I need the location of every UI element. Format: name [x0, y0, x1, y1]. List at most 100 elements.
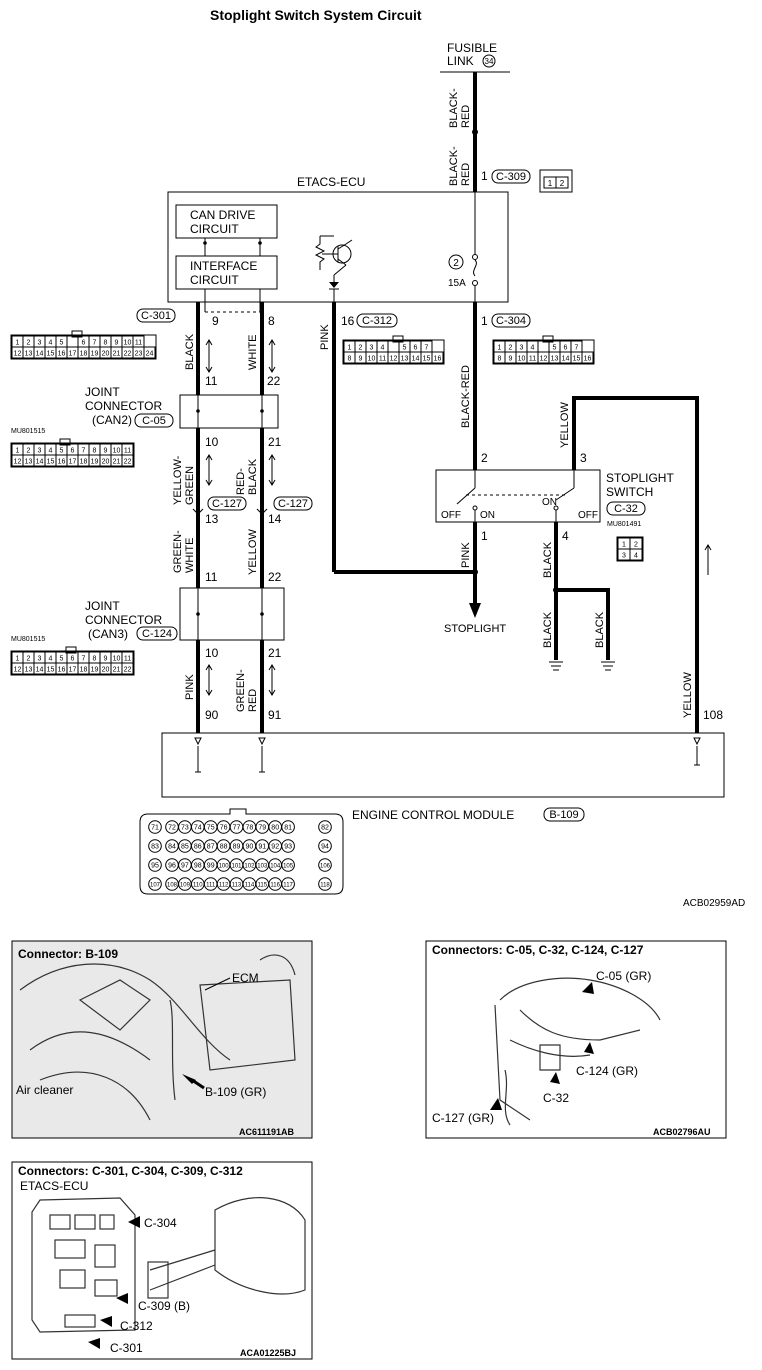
joint-can2-label-2: CONNECTOR [85, 399, 162, 413]
ecm-label: ENGINE CONTROL MODULE [352, 808, 514, 822]
ecm-pin-label: 111 [206, 883, 216, 889]
junction-mark [256, 508, 268, 515]
ecm-pin-label: 77 [233, 825, 241, 832]
pin-cell-label: 19 [91, 667, 99, 674]
stoplight-switch-box [435, 469, 601, 523]
ecm-pin-label: 102 [244, 864, 255, 870]
pin-cell-label: 6 [71, 448, 75, 455]
pin-cell-label: 9 [509, 356, 513, 363]
panel2-arrow-c32 [550, 1072, 560, 1084]
panel1-conn: B-109 (GR) [205, 1085, 266, 1099]
ecm-pin [318, 858, 332, 872]
pin-cell-label: 1 [16, 340, 20, 347]
part-number-mu801515-a: MU801515 [11, 428, 45, 435]
ecm-pin-label: 107 [150, 883, 161, 889]
c312-label: C-312 [362, 315, 392, 327]
splice-stoplight [472, 569, 478, 575]
stoplight-label: STOPLIGHT [444, 623, 506, 635]
ecm-pin-label: 116 [270, 883, 280, 889]
panel3-c304: C-304 [144, 1216, 177, 1230]
pin-cell-label: 16 [434, 356, 442, 363]
pin-c304-1: 1 [481, 314, 488, 328]
ecm-pin [148, 839, 162, 853]
pin-cell-label: 8 [93, 656, 97, 663]
pin-cell-label: 13 [25, 459, 33, 466]
pin-9: 9 [212, 314, 219, 328]
pin-11a: 11 [205, 374, 218, 388]
bidir-arrow-can2-top [205, 339, 276, 373]
c312-key [392, 335, 404, 343]
pin-cell-label: 10 [518, 356, 526, 363]
ecm-pin-label: 96 [168, 863, 176, 870]
wire-label-pink-sw: PINK [460, 542, 472, 568]
pin-cell-label: 8 [498, 356, 502, 363]
c05-tag [134, 413, 174, 428]
ecm-pin-label: 72 [168, 825, 176, 832]
etacs-ecu-sketch [31, 1197, 306, 1333]
panel3-arrow-c304 [128, 1216, 140, 1228]
ecm-pin-label: 108 [167, 883, 178, 889]
b109-tag [543, 807, 585, 822]
ecm-pin [148, 858, 162, 872]
etacs-label: ETACS-ECU [297, 175, 365, 189]
pin-cell-label: 4 [49, 448, 53, 455]
ecm-box [161, 732, 725, 798]
joint-connector-can3 [179, 587, 285, 641]
pin-cell-label: 22 [124, 459, 132, 466]
pin-cell-label: 20 [102, 459, 110, 466]
c301-key [71, 330, 83, 338]
pin-cell-label: 1 [348, 345, 352, 352]
can-drive-circuit-box [175, 204, 278, 239]
pin-cell-label: 3 [622, 553, 626, 560]
pin-cell-label: 16 [58, 459, 66, 466]
pin-90: 90 [205, 708, 219, 722]
wire-label-white: WHITE [247, 335, 259, 370]
ecm-pin-label: 114 [245, 883, 255, 889]
pin-cell-label: 16 [58, 667, 66, 674]
ecm-connector-face [139, 808, 344, 895]
switch-state-on-left: ON [480, 510, 495, 521]
ecm-pin-label: 79 [258, 825, 266, 832]
pin-cell-label: 14 [412, 356, 420, 363]
ecm-pin [318, 820, 332, 834]
panel2-title: Connectors: C-05, C-32, C-124, C-127 [432, 943, 644, 957]
c301-tag [136, 308, 176, 323]
pin-cell-label: 15 [47, 351, 55, 358]
panel1-title: Connector: B-109 [18, 947, 118, 961]
pin-cell-label: 3 [38, 340, 42, 347]
pin-cell-label: 19 [91, 351, 99, 358]
ecm-pin-label: 81 [284, 825, 292, 832]
ecm-pin [281, 877, 295, 891]
pin-cell-label: 7 [82, 448, 86, 455]
jc2-dot [260, 409, 264, 413]
panel2-c124: C-124 (GR) [576, 1064, 638, 1078]
pin-cell-label: 12 [390, 356, 398, 363]
wire-label-red-black-1: RED- [235, 468, 247, 495]
pin-cell-label: 15 [423, 356, 431, 363]
pin-cell-label: 14 [562, 356, 570, 363]
fusible-link-number-circle [482, 54, 496, 68]
wire-label-black-red-2b: RED [460, 163, 472, 186]
c301-label: C-301 [141, 310, 171, 322]
c127-label-1: C-127 [212, 498, 242, 510]
pin-cell-label: 8 [93, 448, 97, 455]
bidir-arrow-bottom [205, 664, 276, 696]
wire-yellow-ecm [572, 396, 699, 733]
pin-21a: 21 [268, 435, 282, 449]
ecm-pin-label: 90 [246, 844, 254, 851]
photo-panel-b109 [11, 940, 313, 1139]
pin-cell-label: 21 [113, 459, 121, 466]
ecm-pin-label: 112 [219, 883, 229, 889]
fuse-number: 2 [453, 258, 459, 269]
pin-22b: 22 [268, 570, 282, 584]
pin-cell-label: 4 [634, 553, 638, 560]
pin-cell-label: 3 [520, 345, 524, 352]
interface-label-2: CIRCUIT [190, 273, 239, 287]
jc2-dot [196, 409, 200, 413]
pin-cell-label: 7 [425, 345, 429, 352]
pin-cell-label: 14 [36, 667, 44, 674]
pin-cell-label: 23 [135, 351, 143, 358]
